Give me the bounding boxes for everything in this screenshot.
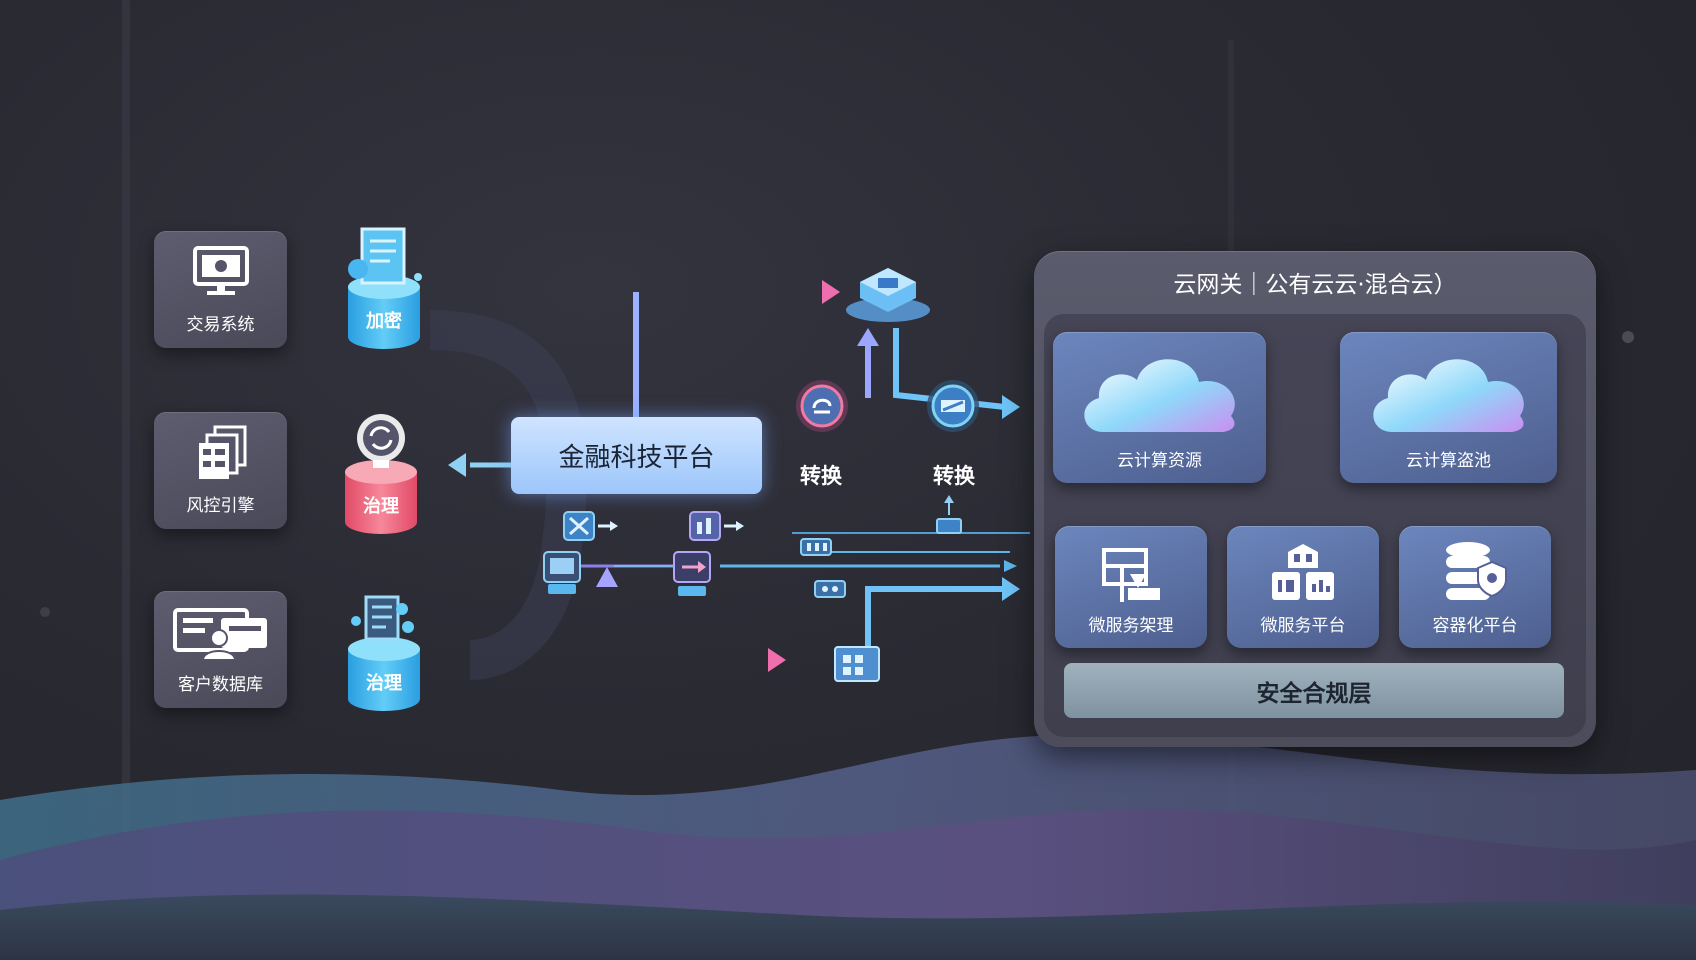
card-container-platform[interactable]: 容器化平台 <box>1399 526 1551 648</box>
cloud-hub-icon <box>846 268 930 322</box>
cylinder-label: 治理 <box>366 673 402 694</box>
tile-label: 风控引擎 <box>186 496 255 516</box>
cloud-inner-panel: 云计算资源 云计算盗池 微服务架理 <box>1044 314 1586 737</box>
node-split-icon <box>563 511 618 541</box>
cloud-icon <box>1372 359 1524 432</box>
cloud-icon <box>1083 359 1235 432</box>
switch-node-icon <box>800 538 832 556</box>
cylinder-label: 加密 <box>366 311 402 332</box>
card-cloud-pool[interactable]: 云计算盗池 <box>1340 332 1557 483</box>
conversion-label-right: 转换 <box>933 464 975 488</box>
card-label: 云计算资源 <box>1117 451 1202 471</box>
tile-customer-database[interactable]: 客户数据库 <box>154 591 287 708</box>
building-node-icon <box>834 646 880 682</box>
tile-label: 交易系统 <box>186 315 255 335</box>
network-doc-icon <box>351 595 414 641</box>
cylinder-govern-1[interactable]: 治理 <box>343 410 419 538</box>
card-label: 微服务平台 <box>1260 616 1346 636</box>
cylinder-govern-2-body <box>348 595 420 711</box>
cloud-gateway-title: 云网关｜公有云云·混合云） <box>1173 272 1457 298</box>
cylinder-govern-2[interactable]: 治理 <box>346 587 422 715</box>
security-compliance-layer[interactable]: 安全合规层 <box>1064 663 1564 718</box>
database-shield-icon <box>1446 542 1507 600</box>
security-layer-label: 安全合规层 <box>1256 680 1372 707</box>
mini-units <box>800 495 962 682</box>
platform-label: 金融科技平台 <box>558 443 715 473</box>
card-label: 云计算盗池 <box>1406 451 1491 471</box>
server-stack-icon <box>198 425 246 479</box>
node-chart-icon <box>689 511 744 541</box>
cylinder-label: 治理 <box>363 496 399 517</box>
brain-gear-icon <box>357 414 405 468</box>
card-microservice-arch[interactable]: 微服务架理 <box>1055 526 1207 648</box>
card-cloud-resource[interactable]: 云计算资源 <box>1053 332 1266 483</box>
cylinder-govern-1-body <box>345 414 417 534</box>
mini-nodes <box>543 511 744 596</box>
fintech-platform-box[interactable]: 金融科技平台 <box>511 417 762 494</box>
document-lock-icon <box>348 227 422 285</box>
conversion-label-left: 转换 <box>800 464 842 488</box>
tile-label: 客户数据库 <box>178 675 263 695</box>
monitor-icon <box>192 246 249 295</box>
architecture-icon <box>1102 548 1160 602</box>
router-node-icon <box>814 580 846 598</box>
card-label: 容器化平台 <box>1432 616 1518 636</box>
cylinder-encrypt[interactable]: 加密 <box>346 225 422 353</box>
converter-node-right <box>927 380 979 432</box>
cylinder-encrypt-body <box>348 227 422 349</box>
tile-trading-system[interactable]: 交易系统 <box>154 231 287 348</box>
arrow-encrypt-to-hub <box>463 280 840 418</box>
node-forward-icon <box>673 551 711 596</box>
upload-node-icon <box>936 495 962 534</box>
card-microservice-platform[interactable]: 微服务平台 <box>1227 526 1379 648</box>
card-label: 微服务架理 <box>1088 616 1174 636</box>
node-monitor-icon <box>543 551 581 594</box>
cubes-icon <box>1272 544 1334 600</box>
arrow-govern-to-unit <box>467 567 786 672</box>
arrow-to-services <box>580 532 1030 652</box>
cloud-gateway-panel: 云网关｜公有云云·混合云） 云计算资源 云计算盗池 <box>1034 251 1596 747</box>
arrow-platform-to-govern <box>448 453 511 477</box>
converter-node-left <box>796 380 848 432</box>
customer-card-icon <box>172 608 267 660</box>
tile-risk-engine[interactable]: 风控引擎 <box>154 412 287 529</box>
